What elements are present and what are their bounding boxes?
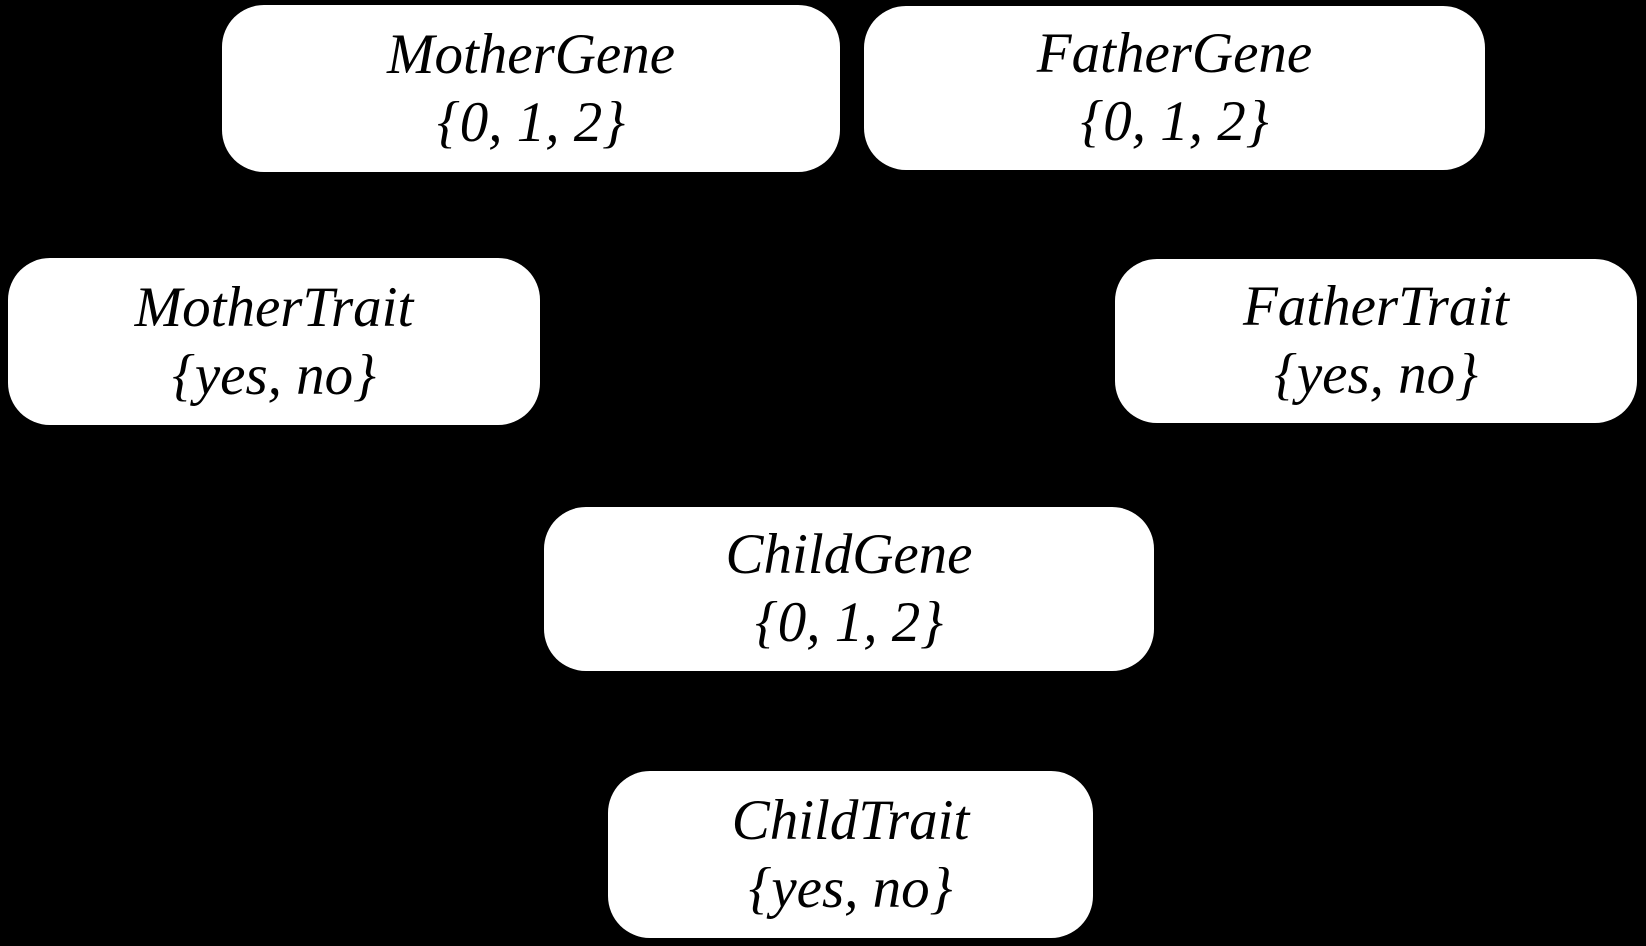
node-mother-trait[interactable]: MotherTrait {yes, no} [8, 258, 540, 425]
node-mother-gene-domain: {0, 1, 2} [436, 90, 626, 154]
node-father-gene[interactable]: FatherGene {0, 1, 2} [864, 6, 1485, 170]
node-child-trait-label: ChildTrait [731, 788, 970, 852]
node-father-trait-label: FatherTrait [1242, 275, 1510, 338]
node-father-gene-label: FatherGene [1036, 22, 1313, 85]
node-child-trait[interactable]: ChildTrait {yes, no} [608, 771, 1093, 938]
node-father-trait[interactable]: FatherTrait {yes, no} [1115, 259, 1637, 423]
node-child-trait-domain: {yes, no} [748, 856, 953, 920]
node-child-gene[interactable]: ChildGene {0, 1, 2} [544, 507, 1154, 671]
node-mother-gene[interactable]: MotherGene {0, 1, 2} [222, 5, 840, 172]
node-child-gene-label: ChildGene [725, 523, 973, 586]
node-child-gene-domain: {0, 1, 2} [754, 591, 944, 654]
node-mother-trait-label: MotherTrait [134, 275, 414, 339]
node-mother-gene-label: MotherGene [386, 22, 676, 86]
node-father-gene-domain: {0, 1, 2} [1080, 90, 1269, 153]
node-mother-trait-domain: {yes, no} [172, 343, 376, 407]
node-father-trait-domain: {yes, no} [1274, 343, 1478, 406]
